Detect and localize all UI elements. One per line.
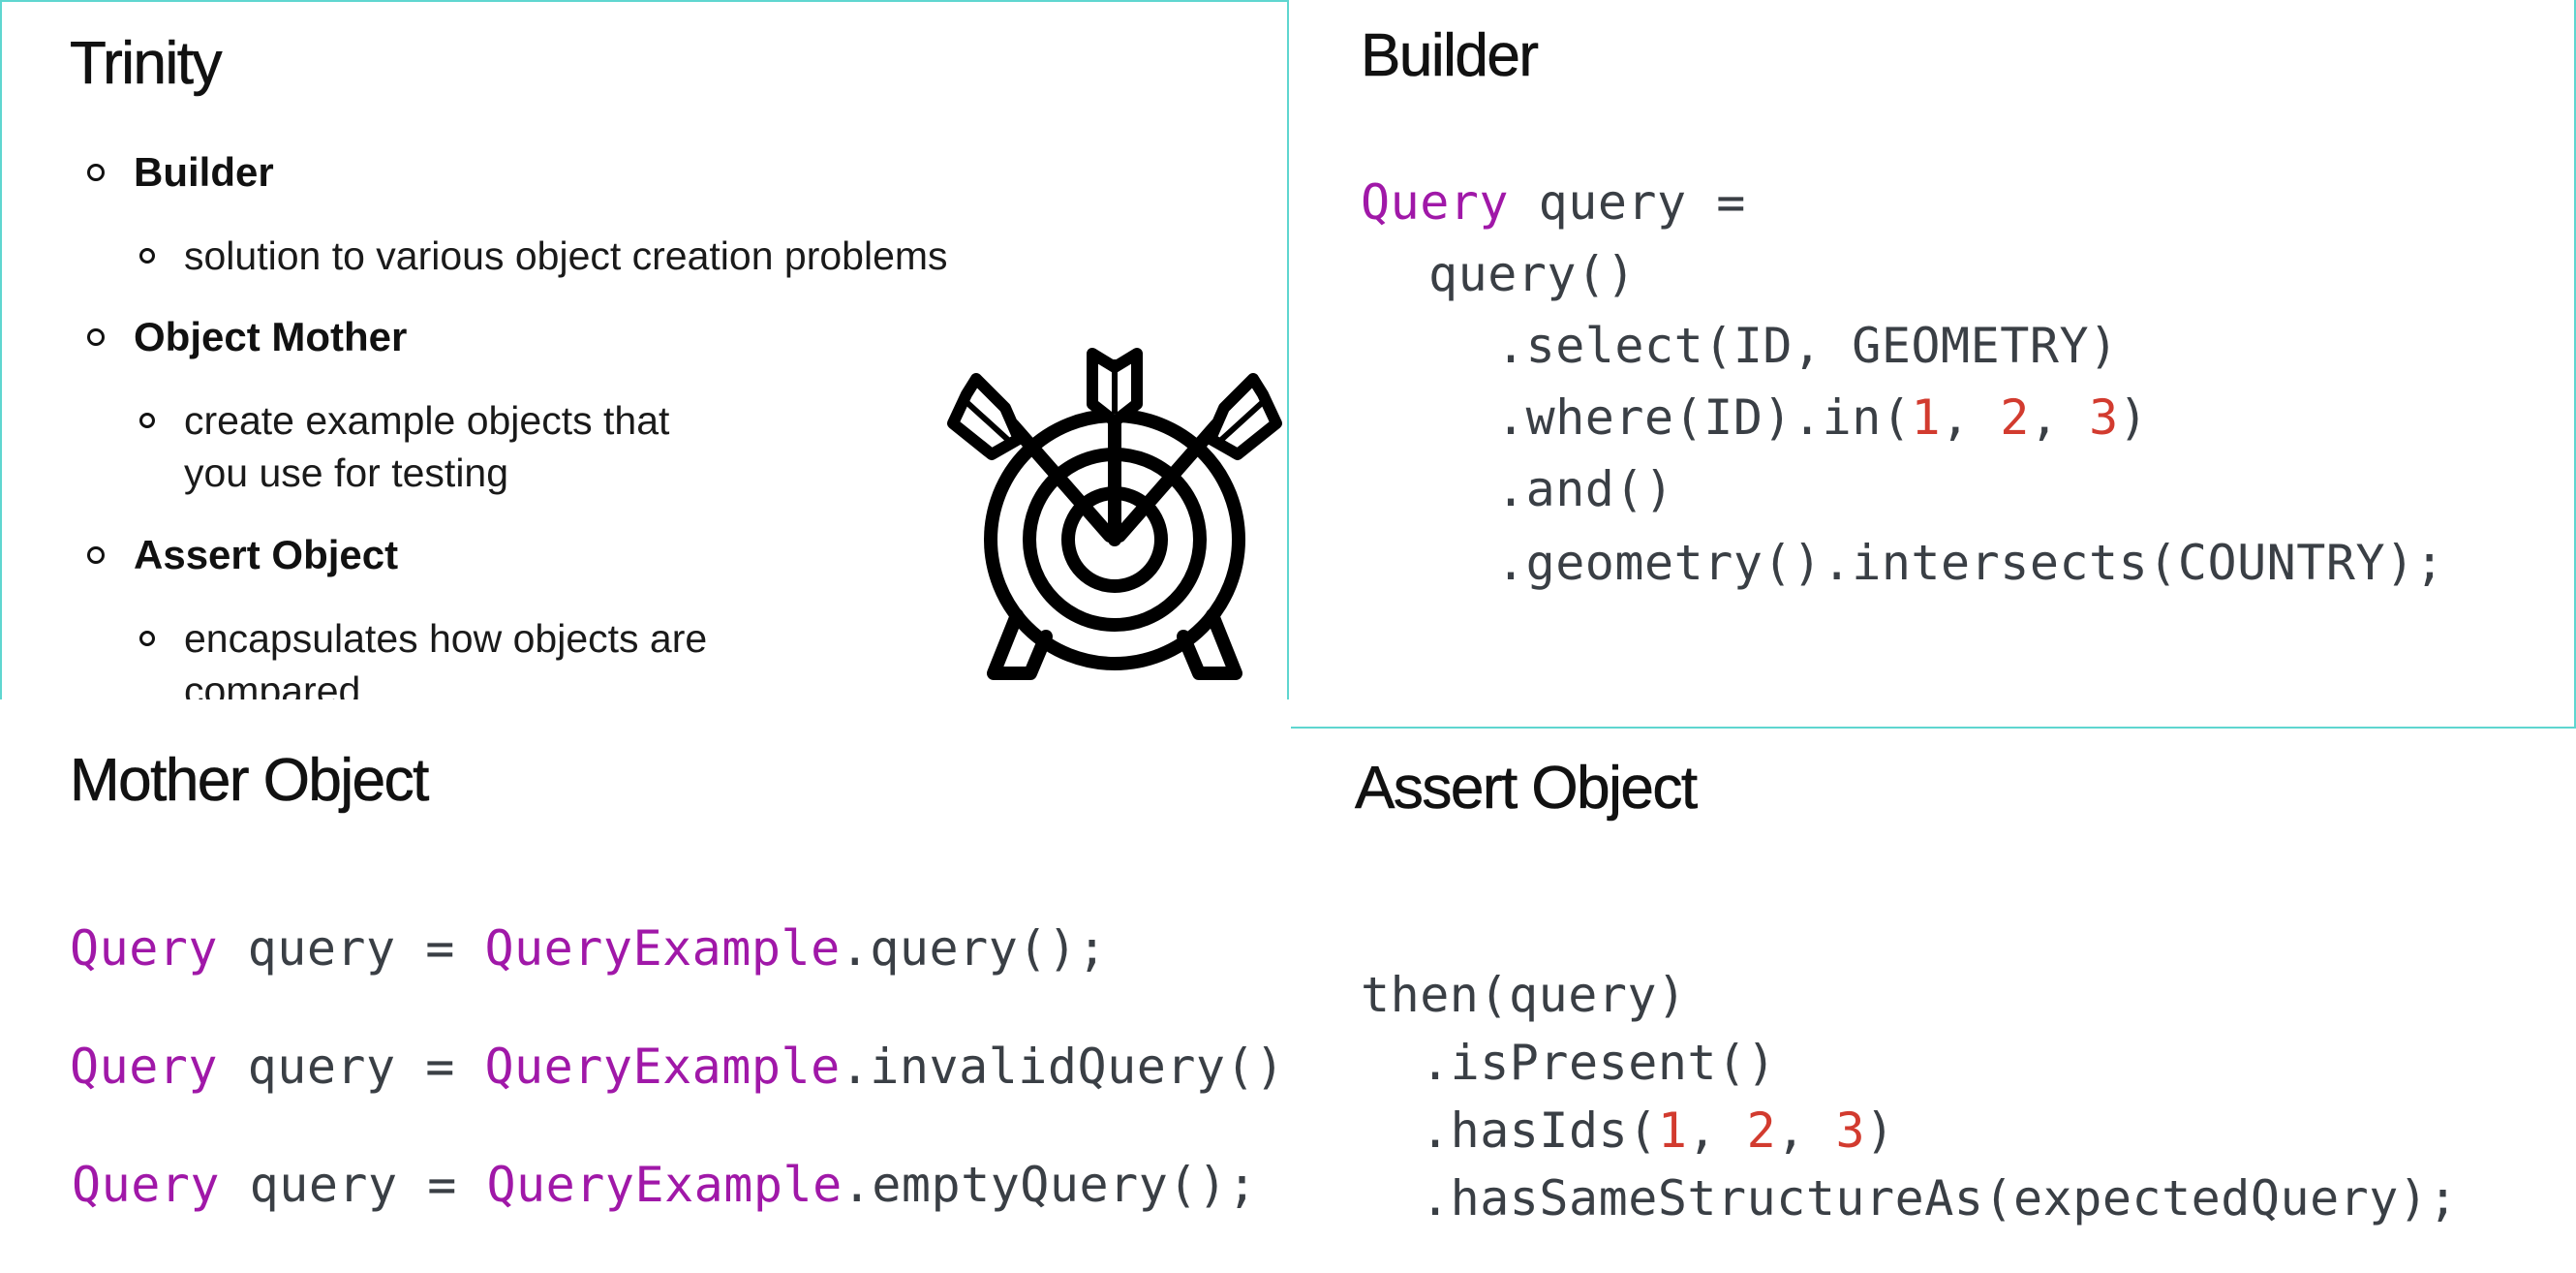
bullet-icon [87, 164, 105, 181]
code-keyword: Query [70, 1039, 219, 1095]
code-line: .hasIds(1, 2, 3) [1421, 1102, 1895, 1159]
code-text: ) [1865, 1102, 1895, 1159]
code-text: query = [220, 1157, 487, 1213]
code-text: query = [218, 920, 485, 977]
code-text: , [2029, 389, 2090, 446]
code-text: query = [218, 1039, 485, 1095]
code-line: Query query = QueryExample.emptyQuery(); [72, 1157, 1257, 1213]
code-line: then(query) [1361, 967, 1687, 1023]
code-line: .hasSameStructureAs(expectedQuery); [1421, 1170, 2459, 1226]
sub-bullet-icon [139, 631, 155, 646]
builder-title: Builder [1361, 22, 1540, 90]
list-item-label: Builder [134, 149, 274, 195]
sub-item-text: encapsulates how objects are [184, 616, 708, 661]
sub-item-builder: solution to various object creation prob… [139, 230, 948, 282]
mother-object-title: Mother Object [70, 747, 430, 815]
code-text: .emptyQuery(); [842, 1157, 1258, 1213]
code-line: .geometry().intersects(COUNTRY); [1496, 535, 2445, 591]
code-keyword: Query [1361, 174, 1510, 231]
code-number: 2 [1746, 1102, 1777, 1159]
code-keyword: Query [70, 920, 219, 977]
trinity-panel: Trinity Builder solution to various obje… [0, 0, 1289, 699]
sub-item-text: create example objects that [184, 398, 670, 443]
code-text: query = [1509, 174, 1746, 231]
code-keyword: QueryExample [484, 1039, 841, 1095]
code-line: .select(ID, GEOMETRY) [1496, 318, 2119, 374]
sub-item-assert-object: encapsulates how objects are compared [139, 612, 707, 699]
list-item-builder: Builder [87, 149, 274, 196]
sub-item-text: compared [184, 668, 361, 699]
code-line: .and() [1496, 461, 1674, 517]
assert-object-panel: Assert Object then(query) .isPresent() .… [1291, 729, 2576, 1273]
assert-object-title: Assert Object [1355, 755, 1699, 823]
code-keyword: Query [72, 1157, 221, 1213]
code-text: .invalidQuery(); [840, 1039, 1291, 1095]
code-number: 3 [2089, 389, 2119, 446]
code-number: 3 [1835, 1102, 1866, 1159]
list-item-object-mother: Object Mother [87, 314, 407, 360]
code-text: , [1941, 389, 2001, 446]
code-line: Query query = QueryExample.query(); [70, 920, 1107, 977]
target-arrows-icon [947, 348, 1282, 680]
code-line: query() [1428, 246, 1637, 302]
code-text: ) [2118, 389, 2149, 446]
trinity-title: Trinity [70, 30, 223, 98]
code-text: .query(); [840, 920, 1108, 977]
list-item-label: Object Mother [134, 314, 408, 359]
code-text: , [1776, 1102, 1836, 1159]
sub-item-text: you use for testing [184, 450, 509, 495]
code-line: Query query = QueryExample.invalidQuery(… [70, 1039, 1291, 1095]
sub-bullet-icon [139, 413, 155, 428]
sub-item-text: solution to various object creation prob… [184, 233, 948, 278]
sub-bullet-icon [139, 248, 155, 264]
list-item-assert-object: Assert Object [87, 532, 398, 578]
bullet-icon [87, 328, 105, 346]
code-text: .where(ID).in( [1496, 389, 1912, 446]
code-number: 1 [1657, 1102, 1688, 1159]
builder-panel: Builder Query query = query() .select(ID… [1291, 0, 2576, 729]
code-line: .where(ID).in(1, 2, 3) [1496, 389, 2148, 446]
code-text: .hasIds( [1421, 1102, 1658, 1159]
sub-item-object-mother: create example objects that you use for … [139, 394, 669, 499]
code-keyword: QueryExample [484, 920, 841, 977]
code-line: Query query = [1361, 174, 1746, 231]
mother-object-panel: Mother Object Query query = QueryExample… [0, 699, 1291, 1273]
code-number: 2 [2000, 389, 2030, 446]
bullet-icon [87, 546, 105, 564]
list-item-label: Assert Object [134, 532, 399, 577]
code-line: .isPresent() [1421, 1035, 1777, 1091]
code-keyword: QueryExample [486, 1157, 843, 1213]
code-text: , [1687, 1102, 1747, 1159]
code-number: 1 [1911, 389, 1942, 446]
